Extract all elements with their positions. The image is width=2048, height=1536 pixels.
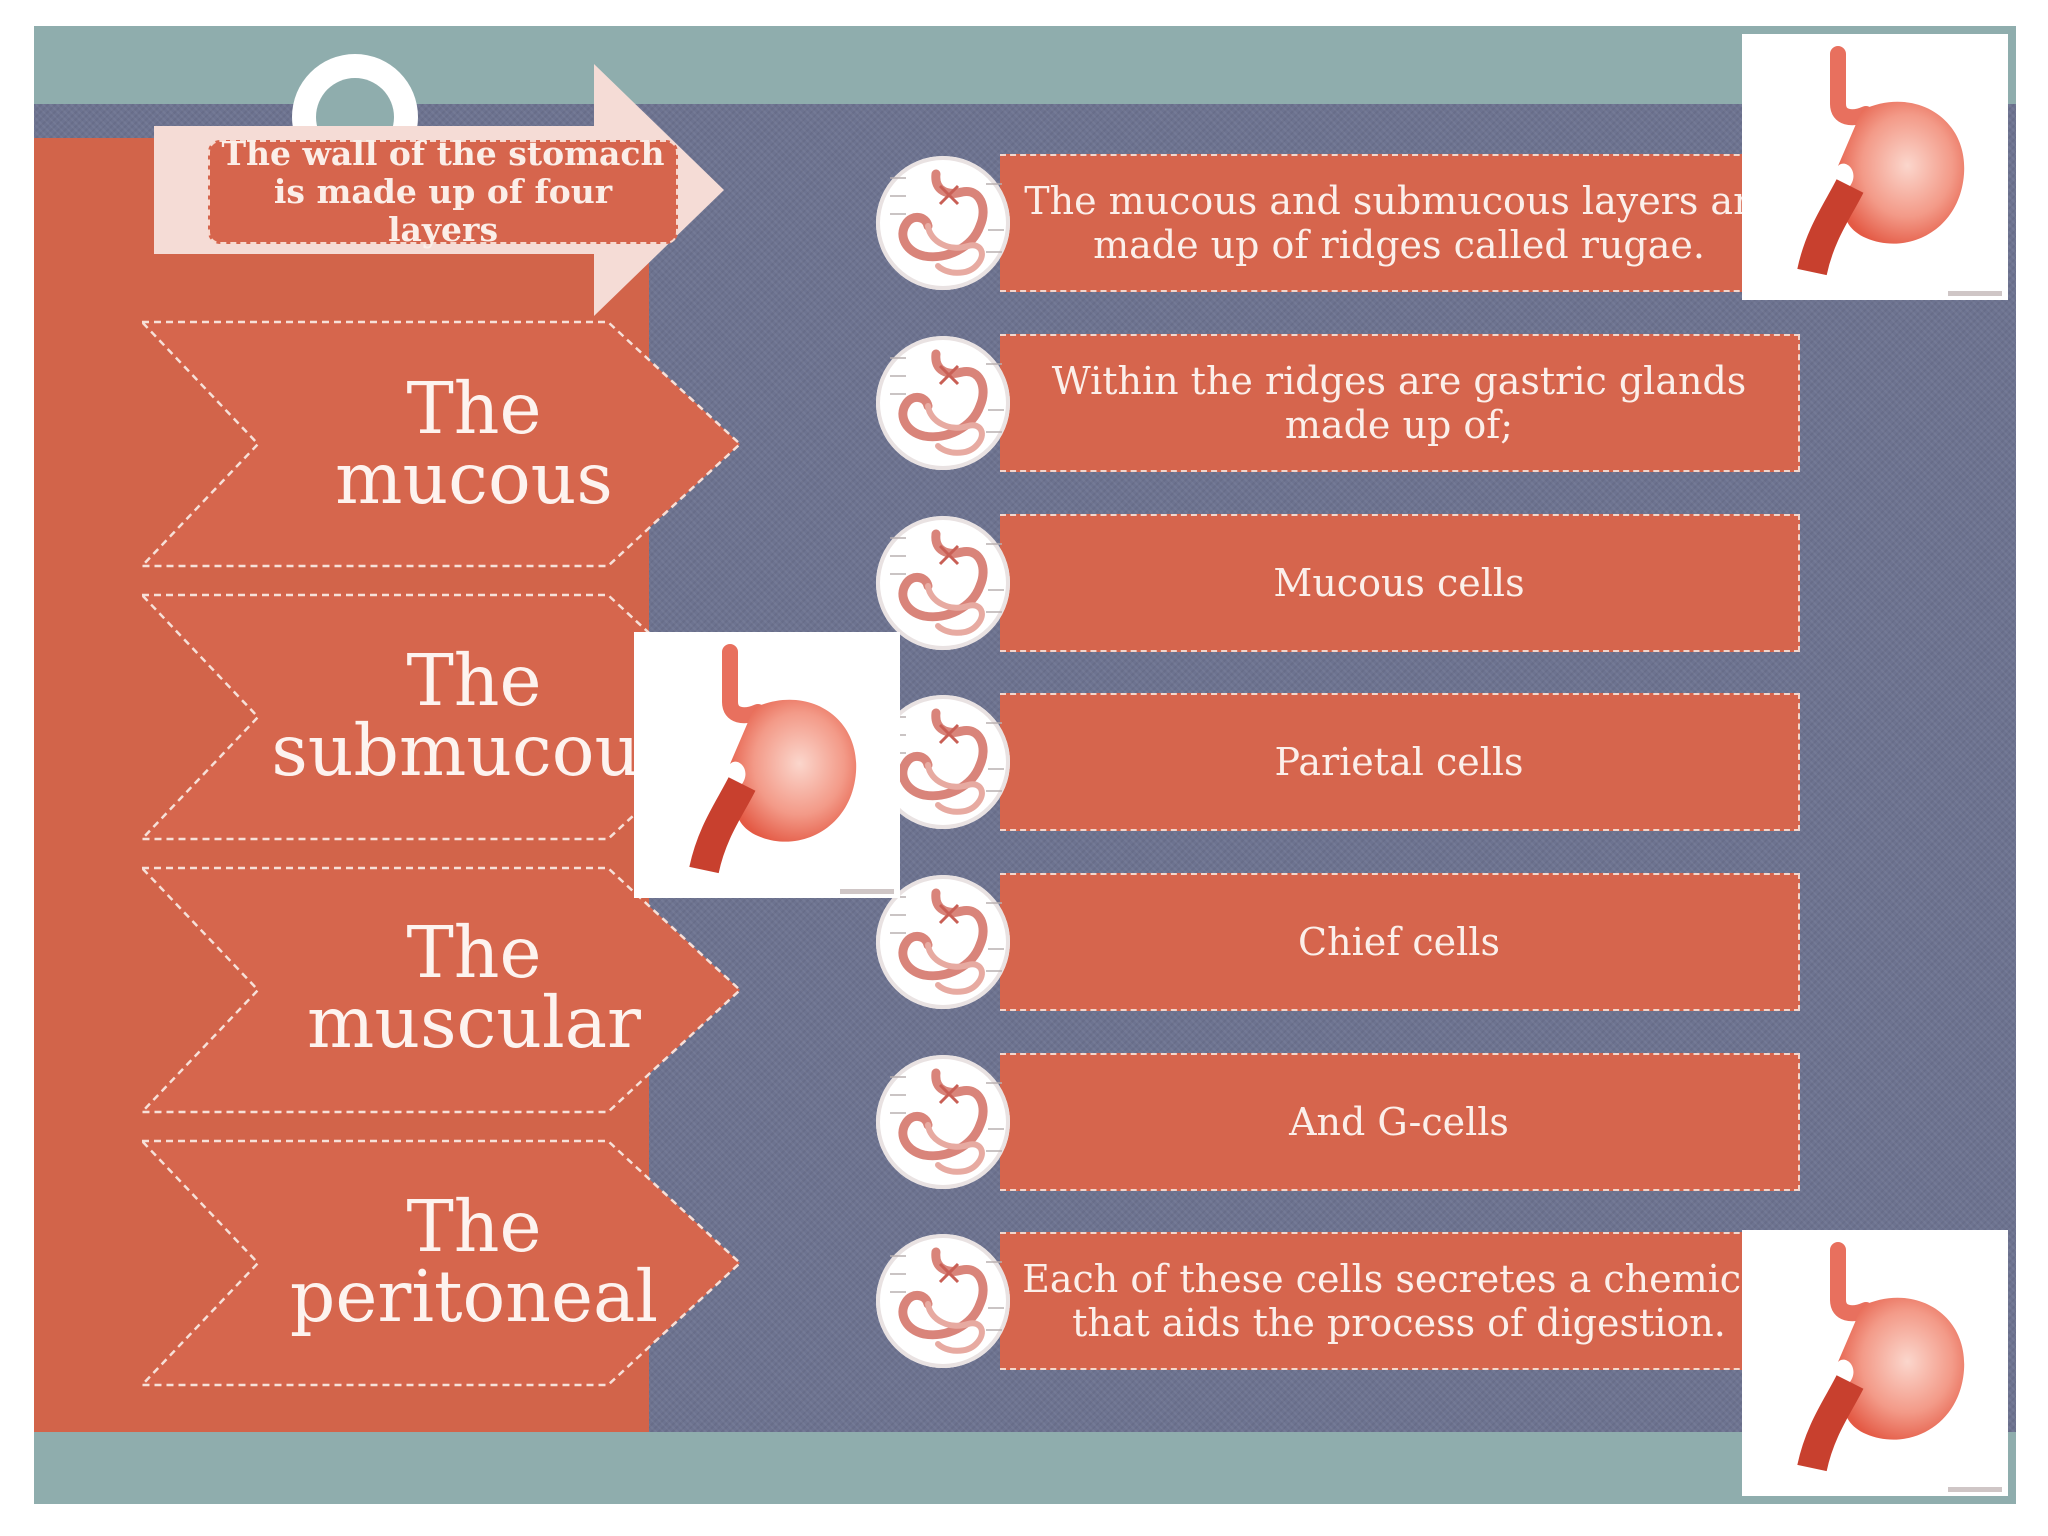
layer-label-line: The (406, 911, 542, 994)
layer-label-submucous: The submucous (184, 639, 764, 792)
stomach-diagram-icon (876, 336, 1010, 470)
item-parietal-cells: Parietal cells (1000, 693, 1800, 831)
item-gastric-glands: Within the ridges are gastric glands mad… (1000, 334, 1800, 472)
stomach-photo (634, 632, 900, 898)
chevron-muscular (139, 866, 742, 1114)
layer-label-line: peritoneal (289, 1255, 659, 1338)
layer-label-line: muscular (307, 981, 641, 1064)
layer-label-muscular: The muscular (184, 911, 764, 1064)
chevron-peritoneal (139, 1139, 742, 1387)
item-secretion: Each of these cells secretes a chemical … (1000, 1232, 1800, 1370)
layer-label-mucous: The mucous (184, 367, 764, 520)
stomach-diagram-icon (876, 1055, 1010, 1189)
slide: The wall of the stomach is made up of fo… (34, 26, 2016, 1504)
item-g-cells: And G-cells (1000, 1053, 1800, 1191)
stomach-photo (1742, 1230, 2008, 1496)
item-chief-cells: Chief cells (1000, 873, 1800, 1011)
chevron-submucous (139, 593, 742, 841)
stomach-diagram-icon (876, 1234, 1010, 1368)
layer-label-line: submucous (271, 709, 677, 792)
item-rugae: The mucous and submucous layers are made… (1000, 154, 1800, 292)
bottom-band (34, 1432, 2016, 1504)
slide-title: The wall of the stomach is made up of fo… (208, 135, 678, 249)
stomach-diagram-icon (876, 516, 1010, 650)
stomach-diagram-icon (876, 156, 1010, 290)
layer-label-line: The (406, 1185, 542, 1268)
layer-label-line: The (406, 639, 542, 722)
chevron-mucous (139, 320, 742, 568)
layer-chevrons (139, 320, 742, 1387)
layer-label-line: The (406, 367, 542, 450)
stomach-photo (1742, 34, 2008, 300)
layer-label-peritoneal: The peritoneal (184, 1185, 764, 1338)
item-mucous-cells: Mucous cells (1000, 514, 1800, 652)
layer-label-line: mucous (335, 437, 613, 520)
